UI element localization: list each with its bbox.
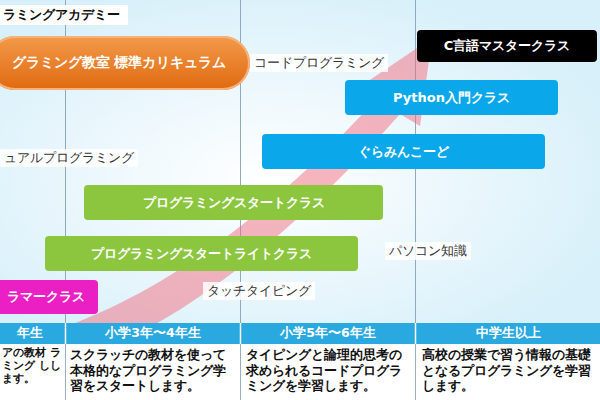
- course-box: プログラミングスタートライトクラス: [45, 236, 358, 271]
- column-header: 小学5年〜6年生: [241, 325, 415, 341]
- column-header: 中学生以上: [416, 325, 600, 341]
- course-name: ラマークラス: [7, 288, 85, 306]
- table-cell: 高校の授業で習う情報の基礎となるプログラミングを学習します。: [422, 347, 594, 394]
- table-cell: スクラッチの教材を使って本格的なプログラミング学習をスタートします。: [70, 347, 238, 394]
- course-box: プログラミングスタートクラス: [84, 185, 383, 220]
- cell-ground: [0, 344, 600, 400]
- table-cell: タイピングと論理的思考の求められるコードプログラミングを学習します。: [246, 347, 412, 394]
- curriculum-ellipse: グラミング教室 標準カリキュラム: [0, 36, 250, 90]
- column-header: 小学3年〜4年生: [66, 325, 240, 341]
- table-cell: アの教材 ラミング しします。: [2, 347, 64, 386]
- course-name: グラミング教室 標準カリキュラム: [12, 54, 227, 72]
- course-box: Python入門クラス: [345, 80, 558, 115]
- course-box: ラマークラス: [0, 280, 98, 314]
- header-dividers: [66, 323, 416, 344]
- cell-dividers: [66, 344, 416, 400]
- course-name: ぐらみんこーど: [358, 143, 449, 161]
- course-name: プログラミングスタートライトクラス: [91, 245, 312, 263]
- column-header: 年生: [0, 325, 60, 341]
- course-name: Python入門クラス: [393, 89, 510, 107]
- course-name: プログラミングスタートクラス: [143, 194, 325, 212]
- skill-label: ュアルプログラミング: [0, 149, 138, 167]
- skill-label: タッチタイピング: [203, 282, 315, 300]
- header-band: [0, 323, 600, 344]
- page-title: ラミングアカデミー: [0, 5, 128, 25]
- course-name: C言語マスタークラス: [444, 37, 571, 55]
- skill-label: コードプログラミング: [250, 54, 388, 72]
- skill-label: パソコン知識: [385, 242, 471, 260]
- course-box: ぐらみんこーど: [262, 134, 545, 169]
- course-box: C言語マスタークラス: [417, 30, 597, 62]
